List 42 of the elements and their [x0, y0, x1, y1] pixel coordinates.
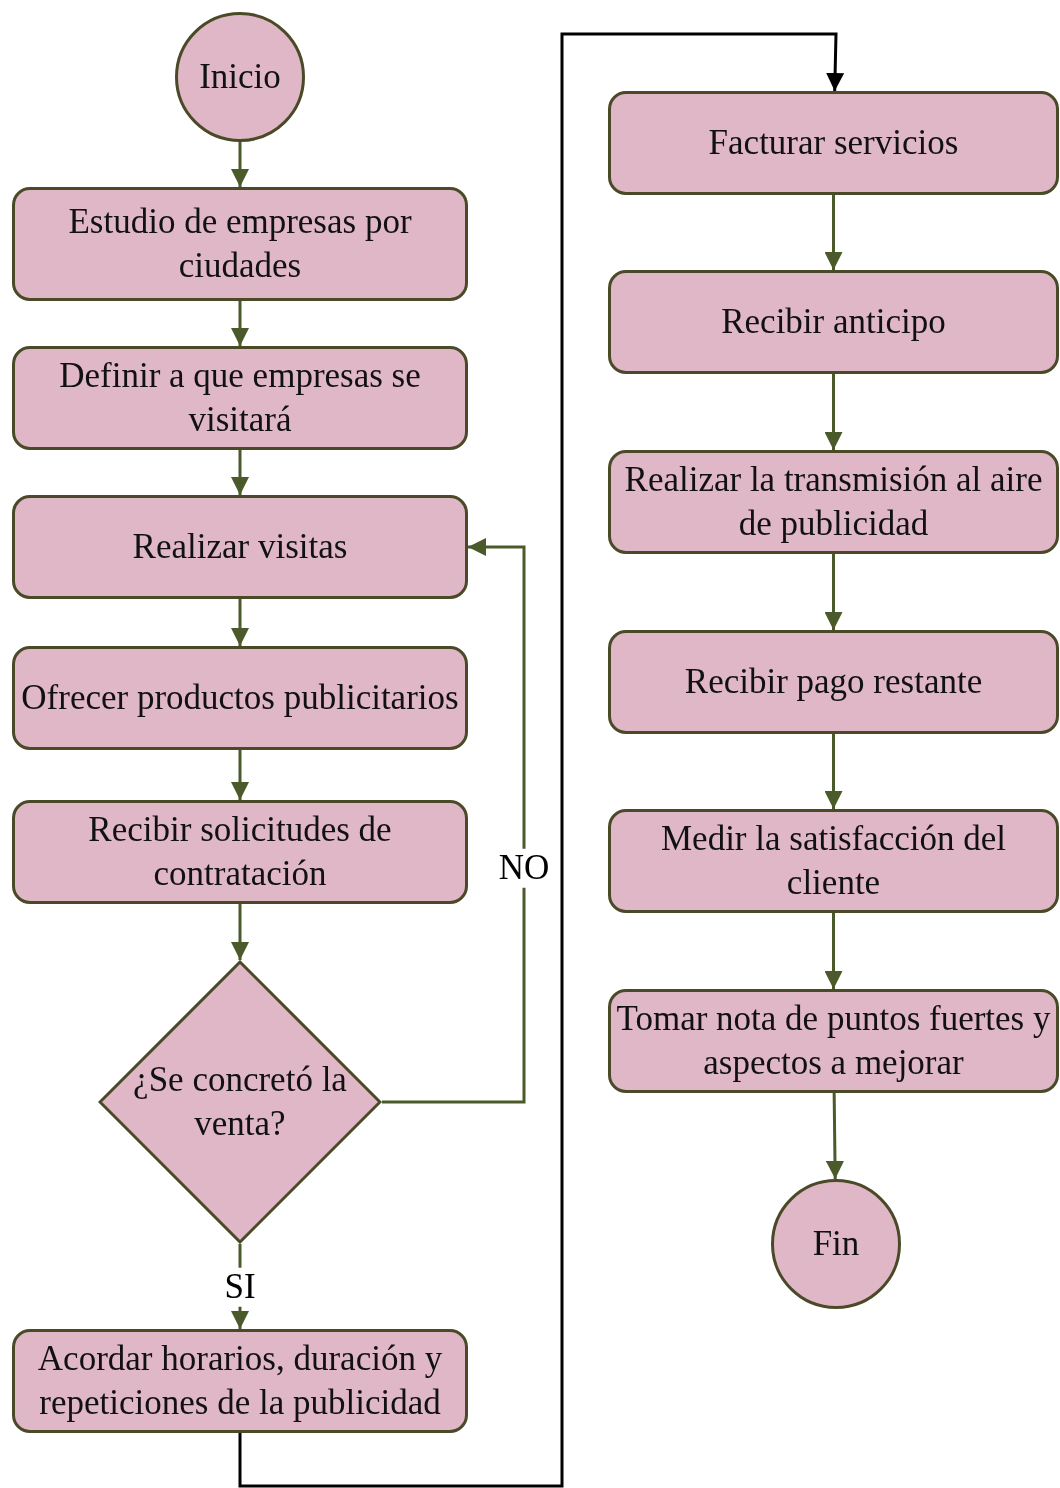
node-text: Recibir solicitudes de contratación [87, 809, 393, 895]
node-text: Estudio de empresas por ciudades [67, 201, 413, 287]
arrow [826, 1092, 844, 1180]
arrow [231, 599, 249, 646]
process-box [12, 495, 468, 599]
node-text: Acordar horarios, duración y repeticiones de la publicidad [36, 1338, 444, 1424]
node-text: Fin [812, 1223, 860, 1266]
arrow [231, 142, 249, 187]
arrow [824, 913, 843, 989]
decision-diamond [98, 960, 382, 1244]
node-text: Inicio [199, 56, 281, 99]
process-box [608, 809, 1059, 913]
node-text: Ofrecer productos publicitarios [21, 677, 459, 720]
arrow [231, 301, 249, 346]
node-text: Medir la satisfacción del cliente [660, 818, 1007, 904]
node-text: Realizar visitas [132, 526, 348, 569]
process-box [608, 450, 1059, 554]
node-text: ¿Se concretó la venta? [132, 1059, 348, 1145]
node-text: Recibir anticipo [721, 301, 946, 344]
arrow [231, 904, 249, 960]
arrow [238, 32, 845, 1488]
arrow [824, 195, 843, 270]
process-box [12, 800, 468, 904]
process-box [12, 1329, 468, 1433]
node-text: Definir a que empresas se visitará [58, 355, 422, 441]
arrow [824, 554, 843, 630]
node-text: Facturar servicios [708, 122, 959, 165]
process-box [12, 346, 468, 450]
process-box [12, 646, 468, 750]
process-box [608, 270, 1059, 374]
node-text: Recibir pago restante [684, 661, 983, 704]
arrow [231, 450, 249, 495]
arrow [382, 538, 526, 1104]
process-box [608, 630, 1059, 734]
process-box [12, 187, 468, 301]
node-text: Tomar nota de puntos fuertes y aspectos a mejorar [615, 998, 1052, 1084]
process-box [608, 989, 1059, 1093]
arrow [824, 734, 843, 809]
node-text: Realizar la transmisión al aire de publicidad [623, 459, 1044, 545]
arrow [824, 374, 843, 450]
process-box [608, 91, 1059, 195]
arrow [231, 750, 249, 800]
